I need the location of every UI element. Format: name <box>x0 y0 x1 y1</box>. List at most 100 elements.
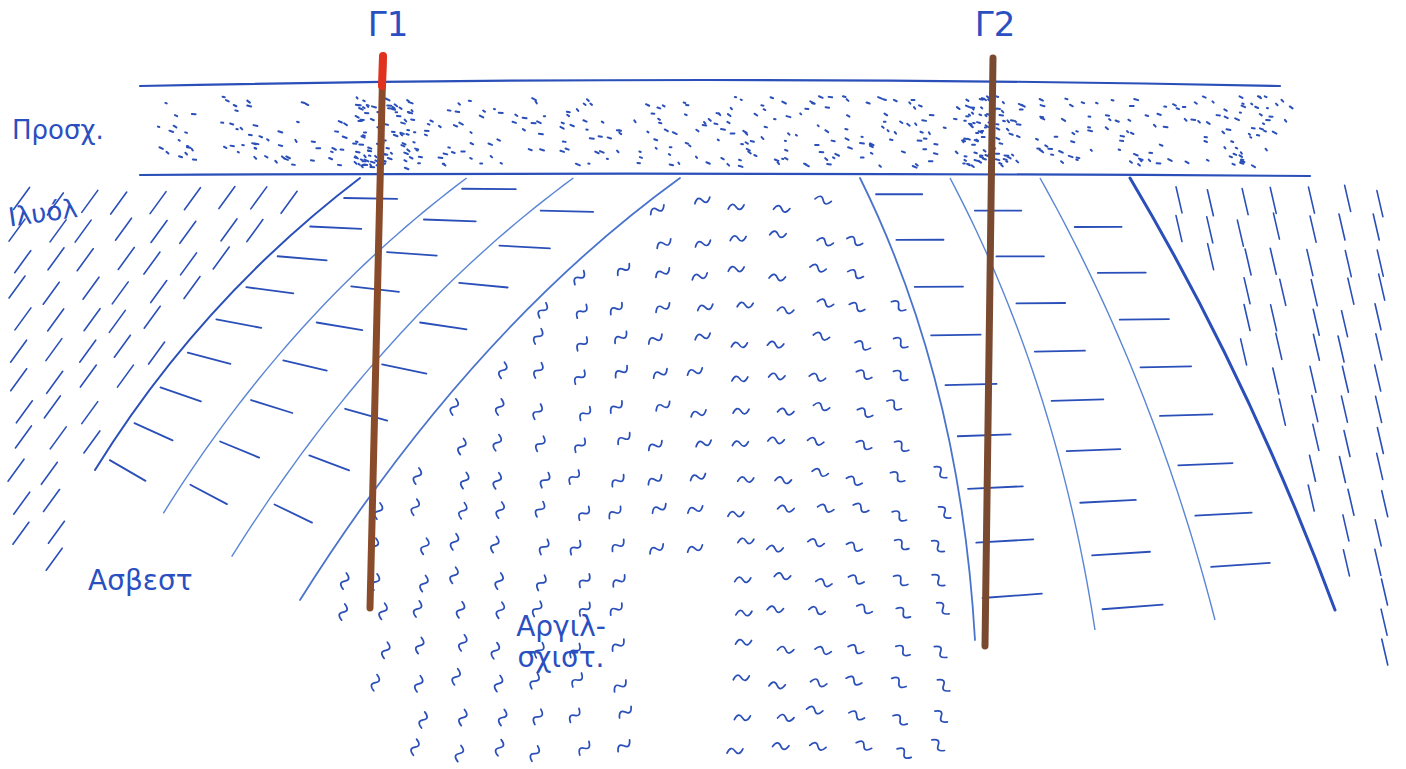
alluvium-dot <box>332 148 336 150</box>
limestone-tick <box>246 287 293 293</box>
alluvium-dot <box>230 123 233 126</box>
alluvium-dot <box>954 118 957 120</box>
shale-squiggle <box>450 669 461 686</box>
siltstone-dash <box>151 220 167 242</box>
limestone-tick <box>1075 226 1122 228</box>
alluvium-dot <box>805 164 808 166</box>
alluvium-dot <box>221 122 223 124</box>
shale-squiggle <box>769 681 786 689</box>
siltstone-dash <box>1377 428 1383 454</box>
limestone-tick <box>462 188 516 190</box>
shale-squiggle <box>846 540 862 553</box>
alluvium-dot <box>275 161 277 163</box>
shale-squiggle <box>891 675 906 690</box>
shale-squiggle <box>613 331 629 344</box>
alluvium-dot <box>488 143 492 144</box>
shale-squiggle <box>573 438 588 453</box>
alluvium-dot <box>796 134 797 137</box>
alluvium-dot <box>1106 114 1109 116</box>
alluvium-dot <box>1269 116 1272 118</box>
alluvium-dot <box>165 102 166 104</box>
alluvium-dot <box>670 163 673 166</box>
alluvium-dot <box>1185 119 1187 121</box>
alluvium-dot <box>727 122 729 123</box>
siltstone-dash <box>48 521 64 543</box>
shale-squiggle <box>892 509 907 524</box>
alluvium-dot <box>1266 149 1267 151</box>
shale-squiggle <box>736 610 752 615</box>
alluvium-dot <box>458 103 460 104</box>
shale-squiggle <box>449 534 460 551</box>
alluvium-dot <box>884 121 886 123</box>
alluvium-dot <box>1183 106 1186 108</box>
alluvium-dot <box>230 145 233 148</box>
siltstone-dash <box>1207 190 1213 216</box>
alluvium-dot <box>829 96 833 98</box>
alluvium-dot <box>686 142 689 145</box>
shale-squiggle <box>687 544 704 552</box>
alluvium-dot <box>587 99 589 101</box>
alluvium-dot <box>356 116 359 118</box>
alluvium-dot <box>1019 104 1023 106</box>
shale-squiggle <box>647 334 664 345</box>
alluvium-dot <box>404 153 408 154</box>
shale-squiggle <box>735 577 751 582</box>
siltstone-dash <box>1176 216 1182 242</box>
siltstone-dash <box>1381 579 1387 605</box>
alluvium-dot <box>448 146 450 148</box>
alluvium-dot <box>1146 114 1149 117</box>
alluvium-dot <box>980 156 983 159</box>
shale-squiggle <box>490 642 501 659</box>
siltstone-dash <box>1381 609 1387 635</box>
alluvium-dot <box>226 100 229 101</box>
alluvium-dot <box>359 163 360 166</box>
alluvium-dot <box>972 113 973 114</box>
alluvium-dot <box>826 106 830 108</box>
alluvium-dot <box>1041 118 1044 119</box>
shale-squiggle <box>647 474 664 485</box>
alluvium-dot <box>979 113 981 116</box>
alluvium-base <box>140 174 1310 176</box>
alluvium-dot <box>405 168 409 169</box>
siltstone-dash <box>84 309 100 331</box>
alluvium-dot <box>747 149 750 151</box>
alluvium-dot <box>412 110 413 111</box>
alluvium-dot <box>187 146 190 149</box>
alluvium-dot <box>404 160 406 161</box>
shale-squiggle <box>848 573 864 586</box>
alluvium-dot <box>805 108 808 110</box>
alluvium-dot <box>1157 114 1160 115</box>
shale-squiggle <box>457 709 468 726</box>
alluvium-dot <box>754 114 757 116</box>
shale-squiggle <box>654 302 671 313</box>
limestone-tick <box>1195 513 1251 516</box>
siltstone-dash <box>75 220 91 242</box>
shale-squiggle <box>936 600 949 616</box>
alluvium-dot <box>1164 106 1166 108</box>
shale-squiggle <box>807 436 824 446</box>
alluvium-dot <box>302 101 305 104</box>
alluvium-dot <box>586 129 587 131</box>
alluvium-dot <box>800 112 801 115</box>
alluvium-dot <box>639 150 640 152</box>
alluvium-dot <box>338 164 341 166</box>
alluvium-dot <box>1236 147 1237 150</box>
shale-squiggle <box>418 575 429 592</box>
alluvium-dot <box>673 132 677 134</box>
alluvium-dot <box>1041 105 1045 106</box>
alluvium-dot <box>1112 99 1114 102</box>
alluvium-dot <box>739 159 741 162</box>
alluvium-dot <box>1232 163 1234 166</box>
alluvium-dot <box>973 122 975 124</box>
shale-squiggle <box>617 706 633 719</box>
shale-squiggle <box>769 274 786 282</box>
shale-squiggle <box>528 746 541 762</box>
alluvium-dot <box>1106 127 1108 129</box>
limestone-tick <box>110 460 146 481</box>
shale-squiggle <box>809 372 826 383</box>
alluvium-dot <box>684 102 686 104</box>
alluvium-dot <box>590 104 592 105</box>
alluvium-dot <box>193 158 196 160</box>
alluvium-dot <box>238 151 239 154</box>
